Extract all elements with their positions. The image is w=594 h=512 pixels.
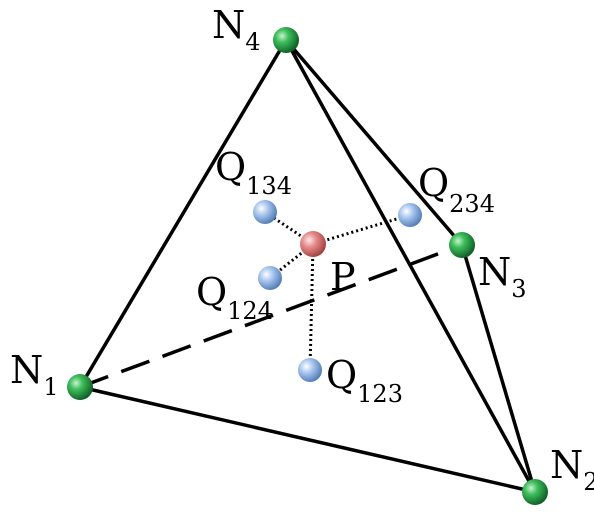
tetrahedron-edges [78,38,537,494]
connector-p-q123 [308,243,315,371]
label-q234: Q234 [418,161,495,218]
n1-node [67,374,93,400]
p-point [300,231,326,257]
q123-point [298,358,322,382]
n4-node [273,27,299,53]
n3-node [449,232,475,258]
edge-n4-n2 [284,38,537,494]
label-n4: N4 [212,3,261,56]
edge-n4-n3 [284,38,464,247]
label-n2: N2 [550,443,594,496]
edge-n3-n2 [460,243,537,494]
label-n3: N3 [478,250,527,303]
q134-point [253,200,277,224]
edge-n1-n3-hidden [79,243,463,389]
edge-n1-n2 [78,385,537,494]
label-q123: Q123 [326,353,403,408]
q124-point [258,266,282,290]
label-q134: Q134 [215,145,292,200]
connector-p-q234 [312,213,411,246]
label-n1: N1 [10,348,59,401]
q234-point [398,203,422,227]
n2-node [522,479,548,505]
label-p: P [330,255,356,299]
label-q124: Q124 [196,270,273,325]
edge-n1-n4 [78,38,288,389]
